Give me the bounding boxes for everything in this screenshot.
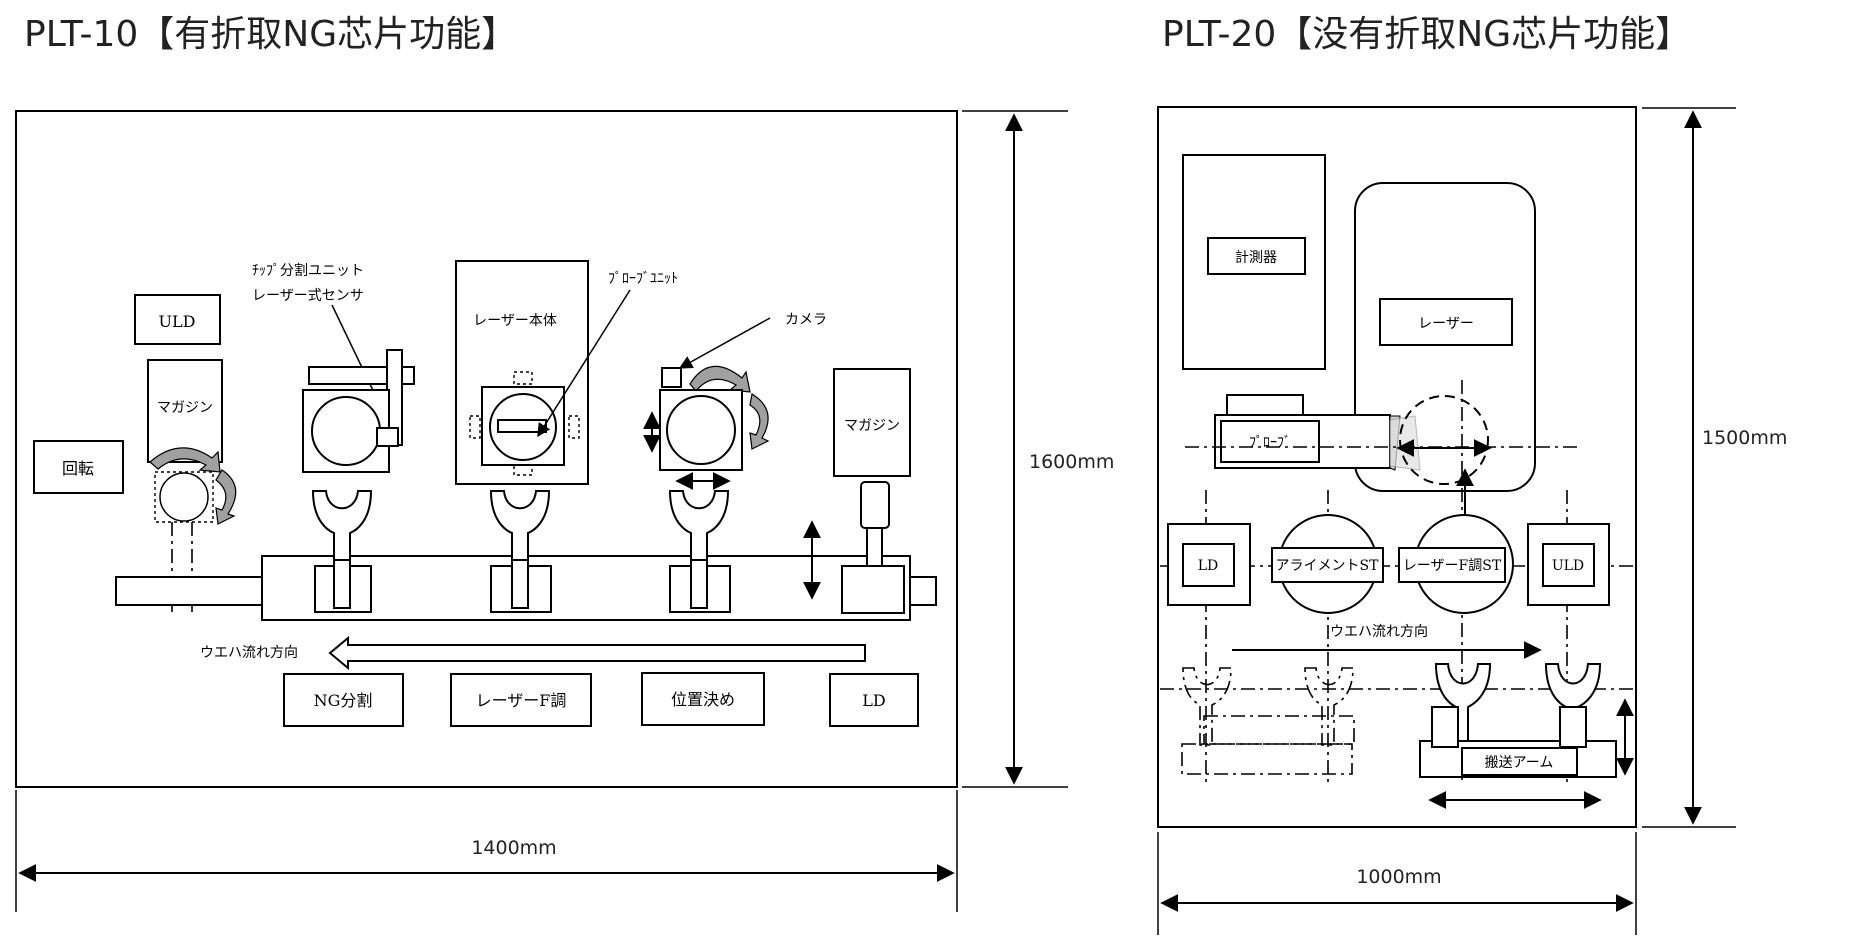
plt10-lift-base <box>841 565 905 614</box>
plt10-rotate-stage-wafer <box>159 472 209 522</box>
plt10-rail-left <box>115 576 264 606</box>
plt20-alignment-label: アライメントST <box>1276 558 1380 574</box>
plt10-positioning-box <box>641 672 765 726</box>
plt20-meter-label: 計測器 <box>1235 250 1277 266</box>
plt20-ghost-fork-2 <box>1304 667 1354 746</box>
plt20-meter-box <box>1207 237 1306 275</box>
plt10-laser-guide-right <box>568 415 580 439</box>
plt10-camera <box>661 367 682 388</box>
plt20-title: PLT-20【没有折取NG芯片功能】 <box>1162 14 1691 55</box>
plt10-uld-label: ULD <box>159 312 196 331</box>
plt10-height-label: 1600mm <box>1029 451 1114 473</box>
plt20-laser-enclosure <box>1354 182 1536 492</box>
plt20-wafer-flow-label: ウエハ流れ方向 <box>1330 624 1428 640</box>
plt20-laser-f-box <box>1398 547 1506 583</box>
plt10-positioning-rotate-arrow <box>749 393 770 450</box>
plt10-laser-body-label: レーザー本体 <box>473 313 557 329</box>
plt10-magazine-left <box>147 359 223 463</box>
plt10-machine-outline <box>15 110 958 788</box>
plt20-alignment-box <box>1271 547 1384 583</box>
plt10-rotate-stage-box <box>154 471 214 523</box>
plt10-laser-sensor <box>376 427 399 447</box>
plt10-lift-head <box>860 481 890 529</box>
plt10-title: PLT-10【有折取NG芯片功能】 <box>24 14 517 55</box>
plt10-positioning-label: 位置決め <box>671 690 735 709</box>
plt20-transfer-fork-2 <box>1544 663 1602 745</box>
plt10-laser-slot <box>497 419 547 433</box>
plt10-rotate-arrow-top <box>149 447 221 473</box>
plt20-transfer-arm-box <box>1461 747 1578 776</box>
plt10-fork-1 <box>311 490 373 613</box>
plt10-camera-leader <box>678 317 771 369</box>
plt20-diagram: PLT-20【没有折取NG芯片功能】 計測器 レーザー ﾌﾟﾛｰﾌﾞ LD <box>1157 14 1787 935</box>
plt20-probe-box <box>1220 420 1320 463</box>
plt10-laser-f-box <box>450 673 592 727</box>
plt10-camera-label: カメラ <box>785 312 827 328</box>
plt20-laser-f-label: レーザーF調ST <box>1403 558 1502 574</box>
plt20-ld-box <box>1182 543 1235 587</box>
plt10-rotate-label: 回転 <box>62 459 94 478</box>
plt10-rotate-box <box>33 440 124 494</box>
plt20-probe-label: ﾌﾟﾛｰﾌﾞ <box>1249 435 1291 451</box>
plt20-transfer-fork-1 <box>1434 663 1492 745</box>
plt20-uld-label: ULD <box>1552 558 1584 574</box>
plt10-probe-leader <box>537 289 631 438</box>
plt10-camera-rotate-arrow <box>689 365 751 393</box>
plt10-magazine-right <box>833 368 911 477</box>
plt10-width-label: 1400mm <box>471 837 556 859</box>
plt10-wafer-flow-label: ウエハ流れ方向 <box>200 645 298 661</box>
plt10-probe-unit-label: ﾌﾟﾛｰﾌﾞﾕﾆｯﾄ <box>608 271 678 287</box>
plt20-transfer-arm-post-right <box>1559 706 1587 748</box>
plt10-chip-split-label-1: ﾁｯﾌﾟ分割ユニット <box>252 262 364 279</box>
plt10-chip-split-label-2: レーザー式センサ <box>252 288 364 304</box>
plt10-magazine-right-label: マガジン <box>844 418 900 434</box>
plt10-fork-3 <box>668 490 731 613</box>
plt20-transfer-arm-post-left <box>1431 706 1459 748</box>
plt20-ghost-fork-1 <box>1182 667 1232 746</box>
plt10-diagram: PLT-10【有折取NG芯片功能】 ULD マガジン 回転 ﾁｯﾌﾟ分割ユニット… <box>15 14 1114 912</box>
plt10-rail-right-end <box>909 576 937 606</box>
plt20-height-label: 1500mm <box>1702 427 1787 449</box>
plt10-fork-2 <box>489 490 552 613</box>
plt20-ld-label: LD <box>1198 558 1219 574</box>
plt10-ld-box <box>829 673 919 727</box>
plt20-ghost-arm-base <box>1181 743 1353 775</box>
plt10-positioning-wafer <box>666 395 736 465</box>
plt20-laser-label: レーザー <box>1418 316 1474 332</box>
plt10-laser-guide-left <box>469 415 481 439</box>
plt10-ng-split-label: NG分割 <box>314 691 373 710</box>
plt10-rotate-arrow-side <box>215 469 237 525</box>
plt10-laser-guide-top <box>513 371 533 385</box>
plt10-uld-box <box>134 294 221 345</box>
plt10-laser-f-label: レーザーF調 <box>476 691 567 710</box>
plt10-magazine-left-label: マガジン <box>157 400 213 416</box>
plt10-ld-label: LD <box>862 691 885 710</box>
plt20-uld-box <box>1542 543 1595 587</box>
plt20-width-label: 1000mm <box>1356 866 1441 888</box>
plt20-probe-top <box>1226 394 1304 416</box>
plt20-ld-station <box>1167 523 1251 606</box>
plt10-ng-split-box <box>283 673 404 727</box>
plt20-laser-box <box>1379 298 1513 346</box>
plt10-wafer-flow-arrow <box>328 635 866 671</box>
plt10-split-wafer <box>311 396 381 466</box>
plt20-ghost-arm-bar <box>1203 715 1355 745</box>
plt20-transfer-arm-label: 搬送アーム <box>1485 755 1554 771</box>
plt20-machine-outline <box>1157 106 1637 828</box>
